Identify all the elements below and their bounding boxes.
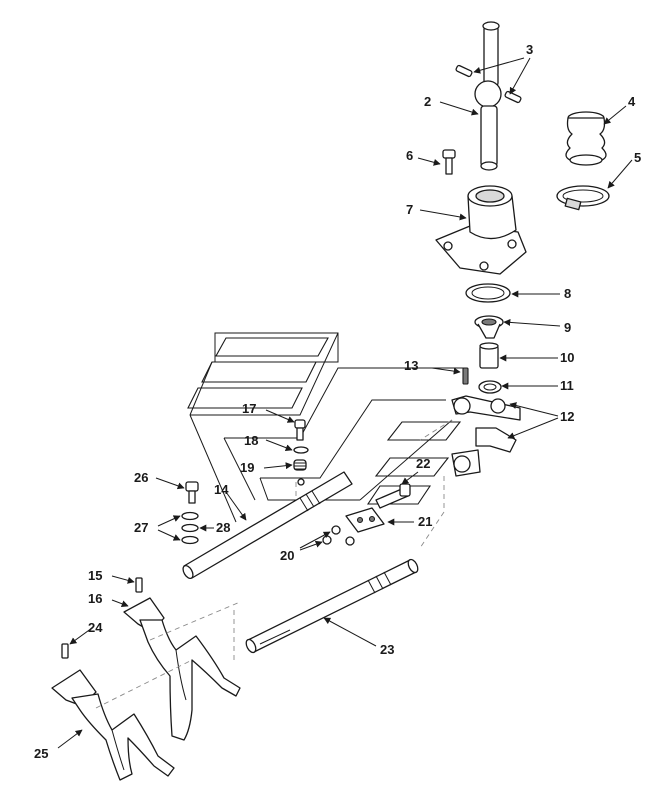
callout-17: 17: [242, 401, 256, 416]
assembly-lines: [95, 419, 453, 709]
callout-8: 8: [564, 286, 571, 301]
snap-ring: [478, 380, 502, 394]
lever-seat: [474, 315, 504, 339]
leader-lines: [57, 57, 633, 749]
fork-bolt: [185, 481, 199, 504]
hose-clamp: [556, 185, 610, 211]
detent-spring: [293, 459, 307, 471]
bushing: [479, 342, 499, 369]
callout-16: 16: [88, 591, 102, 606]
shift-fork-upper: [123, 597, 241, 741]
callout-6: 6: [406, 148, 413, 163]
callout-3: 3: [526, 42, 533, 57]
shift-fork-lower: [51, 669, 175, 781]
callout-27: 27: [134, 520, 148, 535]
callout-25: 25: [34, 746, 48, 761]
callout-26: 26: [134, 470, 148, 485]
callout-9: 9: [564, 320, 571, 335]
callout-23: 23: [380, 642, 394, 657]
shift-lever: [474, 21, 502, 171]
callout-10: 10: [560, 350, 574, 365]
lever-pin: [455, 64, 522, 104]
callout-21: 21: [418, 514, 432, 529]
shift-rail: [182, 471, 353, 580]
callout-11: 11: [560, 378, 574, 393]
rubber-boot: [565, 111, 607, 166]
interlock-plate: [345, 507, 385, 533]
housing-bolt: [442, 149, 456, 175]
callout-2: 2: [424, 94, 431, 109]
callout-13: 13: [404, 358, 418, 373]
callout-labels: 3 2 4 6 5 7 8 9 10 13 11 12 17 18 19 22 …: [34, 42, 641, 761]
callout-14: 14: [214, 482, 229, 497]
roll-pin: [462, 367, 469, 385]
fork-washer: [181, 511, 199, 545]
callout-7: 7: [406, 202, 413, 217]
callout-22: 22: [416, 456, 430, 471]
gasket: [465, 283, 511, 303]
callout-5: 5: [634, 150, 641, 165]
callout-4: 4: [628, 94, 636, 109]
lever-housing: [435, 185, 527, 275]
detent-washer: [293, 446, 309, 454]
callout-18: 18: [244, 433, 258, 448]
detent-plug: [294, 419, 306, 441]
callout-24: 24: [88, 620, 103, 635]
guide-panels: [187, 332, 466, 523]
callout-19: 19: [240, 460, 254, 475]
callout-12: 12: [560, 409, 574, 424]
selector-shaft: [245, 558, 419, 654]
shift-block: [451, 395, 521, 477]
callout-15: 15: [88, 568, 102, 583]
callout-28: 28: [216, 520, 230, 535]
callout-20: 20: [280, 548, 294, 563]
pivot-bolt: [375, 483, 411, 509]
fork-pin: [61, 577, 143, 659]
